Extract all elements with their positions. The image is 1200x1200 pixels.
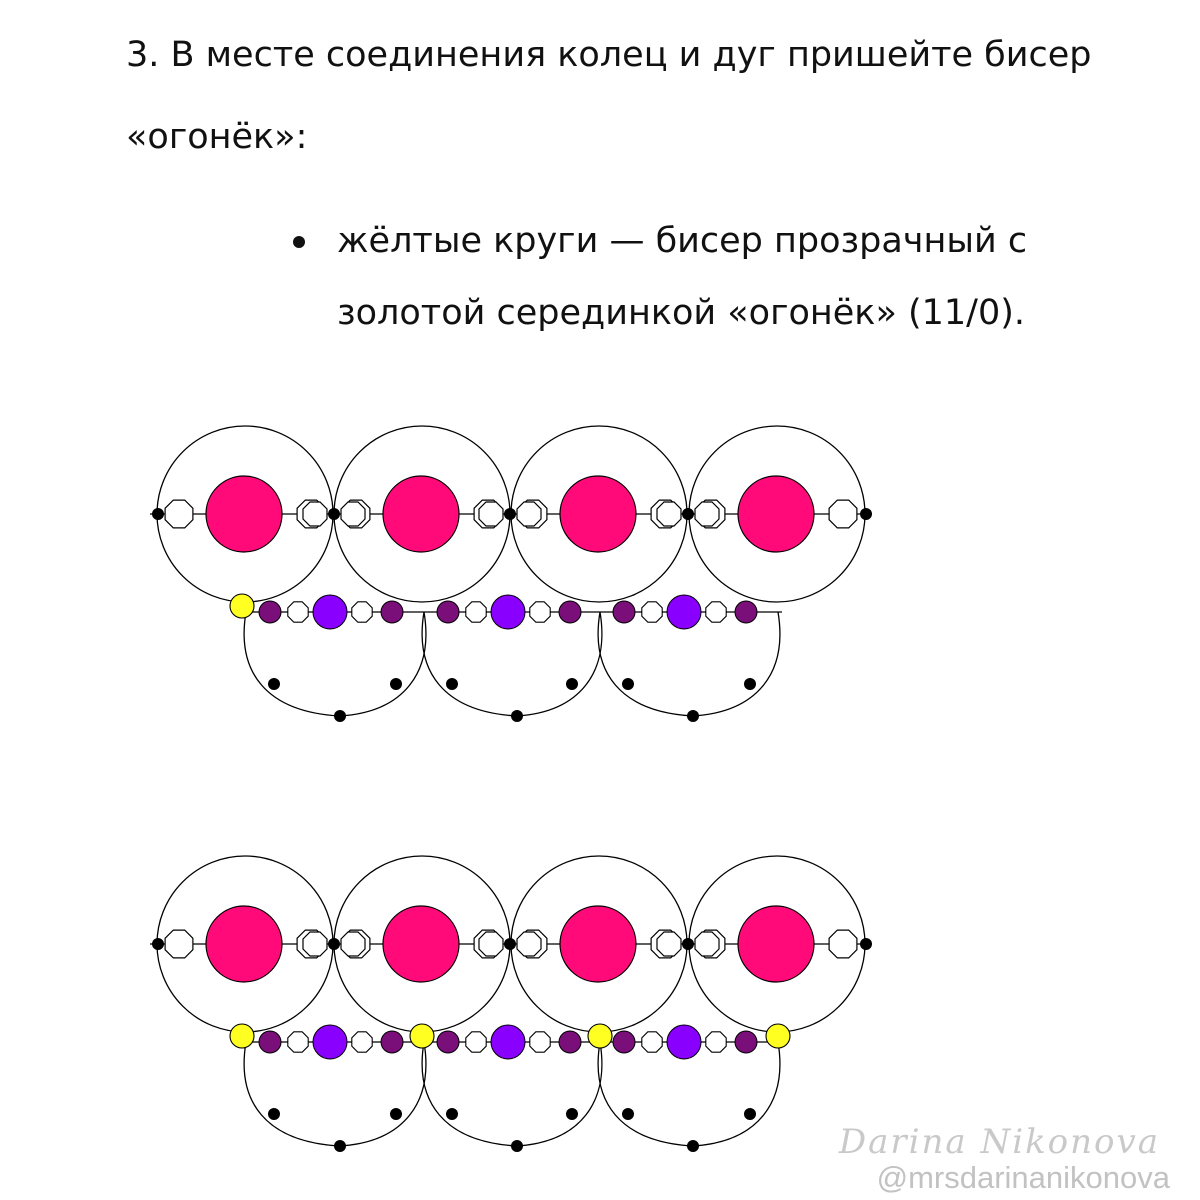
purple-bead: [558, 600, 582, 624]
black-bead: [504, 508, 516, 520]
violet-bead: [490, 1024, 526, 1060]
large-pink-bead: [737, 905, 815, 983]
violet-bead: [312, 1024, 348, 1060]
large-pink-bead: [205, 475, 283, 553]
black-bead: [390, 678, 402, 690]
large-pink-bead: [382, 475, 460, 553]
bullet-item-yellow-beads: жёлтые круги — бисер прозрачный с золото…: [283, 205, 1043, 349]
clear-bead: [465, 601, 487, 623]
clear-bead: [351, 1031, 373, 1053]
black-bead: [334, 1140, 346, 1152]
black-bead: [566, 678, 578, 690]
clear-bead: [340, 501, 366, 527]
black-bead: [328, 938, 340, 950]
clear-bead: [641, 601, 663, 623]
clear-bead: [302, 501, 328, 527]
clear-bead: [705, 601, 727, 623]
large-pink-bead: [205, 905, 283, 983]
violet-bead: [490, 594, 526, 630]
clear-bead: [287, 601, 309, 623]
clear-bead: [529, 601, 551, 623]
clear-bead: [705, 1031, 727, 1053]
large-pink-bead: [559, 905, 637, 983]
clear-bead: [529, 1031, 551, 1053]
black-bead: [268, 1108, 280, 1120]
clear-bead: [287, 1031, 309, 1053]
clear-bead: [694, 931, 720, 957]
large-pink-bead: [737, 475, 815, 553]
violet-bead: [666, 1024, 702, 1060]
clear-bead: [694, 501, 720, 527]
purple-bead: [558, 1030, 582, 1054]
black-bead: [504, 938, 516, 950]
clear-bead: [351, 601, 373, 623]
large-pink-bead: [559, 475, 637, 553]
black-bead: [152, 508, 164, 520]
clear-bead: [340, 931, 366, 957]
black-bead: [682, 938, 694, 950]
violet-bead: [666, 594, 702, 630]
black-bead: [566, 1108, 578, 1120]
clear-bead: [302, 931, 328, 957]
purple-bead: [734, 1030, 758, 1054]
yellow-ogonek-bead: [229, 593, 255, 619]
clear-bead: [164, 929, 194, 959]
purple-bead: [612, 600, 636, 624]
violet-bead: [312, 594, 348, 630]
purple-bead: [380, 1030, 404, 1054]
purple-bead: [436, 600, 460, 624]
black-bead: [622, 678, 634, 690]
black-bead: [334, 710, 346, 722]
black-bead: [744, 1108, 756, 1120]
black-bead: [860, 938, 872, 950]
black-bead: [328, 508, 340, 520]
yellow-ogonek-bead: [409, 1023, 435, 1049]
black-bead: [268, 678, 280, 690]
clear-bead: [478, 931, 504, 957]
large-pink-bead: [382, 905, 460, 983]
bullet-list: жёлтые круги — бисер прозрачный с золото…: [283, 205, 1043, 349]
clear-bead: [656, 931, 682, 957]
beading-diagram-top: [150, 425, 872, 722]
clear-bead: [516, 931, 542, 957]
bullet-text: жёлтые круги — бисер прозрачный с золото…: [337, 221, 1028, 333]
step-instruction: 3. В месте соединения колец и дуг пришей…: [126, 35, 1092, 157]
black-bead: [390, 1108, 402, 1120]
black-bead: [446, 678, 458, 690]
clear-bead: [828, 929, 858, 959]
beading-diagram-bottom: [150, 855, 872, 1152]
black-bead: [744, 678, 756, 690]
purple-bead: [436, 1030, 460, 1054]
black-bead: [446, 1108, 458, 1120]
purple-bead: [258, 1030, 282, 1054]
black-bead: [687, 1140, 699, 1152]
watermark-signature: Darina Nikonova: [838, 1122, 1160, 1162]
yellow-ogonek-bead: [229, 1023, 255, 1049]
purple-bead: [258, 600, 282, 624]
black-bead: [622, 1108, 634, 1120]
purple-bead: [734, 600, 758, 624]
clear-bead: [828, 499, 858, 529]
black-bead: [152, 938, 164, 950]
black-bead: [511, 1140, 523, 1152]
watermark-handle: @mrsdarinanikonova: [876, 1160, 1170, 1195]
clear-bead: [641, 1031, 663, 1053]
purple-bead: [612, 1030, 636, 1054]
bullet-dot-icon: [293, 236, 305, 248]
yellow-ogonek-bead: [587, 1023, 613, 1049]
black-bead: [682, 508, 694, 520]
clear-bead: [164, 499, 194, 529]
black-bead: [687, 710, 699, 722]
black-bead: [511, 710, 523, 722]
clear-bead: [656, 501, 682, 527]
clear-bead: [465, 1031, 487, 1053]
black-bead: [860, 508, 872, 520]
yellow-ogonek-bead: [765, 1023, 791, 1049]
clear-bead: [516, 501, 542, 527]
clear-bead: [478, 501, 504, 527]
purple-bead: [380, 600, 404, 624]
